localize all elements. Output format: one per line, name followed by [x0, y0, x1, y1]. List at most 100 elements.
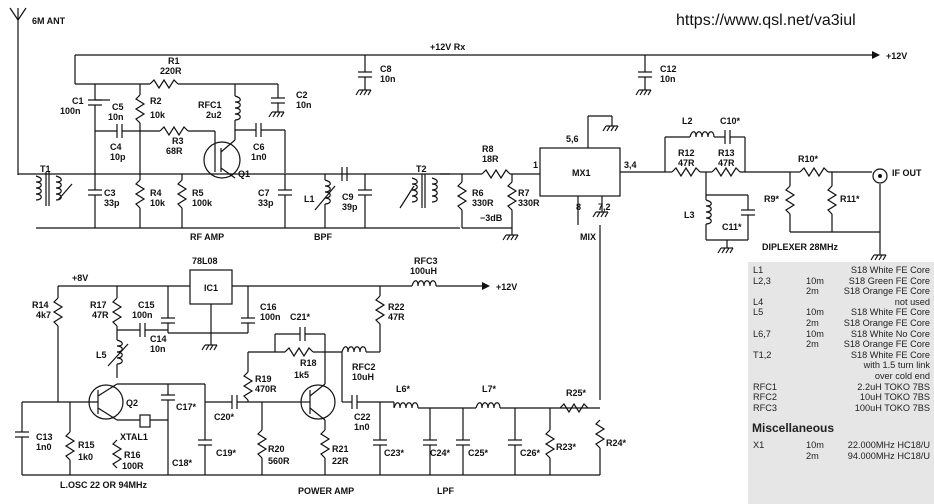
label-l2: L2 — [682, 116, 693, 126]
label-c19: C19* — [216, 448, 237, 458]
label-r15: R15 — [78, 440, 95, 450]
label-r13: R13 — [718, 148, 735, 158]
label-c11: C11* — [722, 222, 742, 232]
label-r21-value: 22R — [332, 456, 349, 466]
label-c12: C12 — [660, 64, 677, 74]
label-t1: T1 — [40, 164, 51, 174]
label-r6: R6 — [472, 188, 484, 198]
label-r9: R9* — [764, 194, 780, 204]
parts-ref: L4 — [753, 296, 764, 307]
label-c10: C10* — [720, 116, 741, 126]
parts-ref: RFC1 — [753, 381, 777, 392]
parts-row: over cold end — [748, 371, 934, 382]
label-r23: R23* — [556, 442, 577, 452]
label-c16: C16 — [260, 302, 277, 312]
misc-band: 10m — [806, 440, 824, 450]
parts-desc: 10uH TOKO 7BS — [859, 392, 930, 403]
misc-ref: X1 — [753, 440, 765, 450]
parts-desc: 100uH TOKO 7BS — [854, 402, 930, 413]
label-pin-34: 3,4 — [624, 160, 637, 170]
label-r21: R21 — [332, 444, 349, 454]
label-c15: C15 — [138, 300, 155, 310]
label-c12-value: 10n — [660, 74, 676, 84]
label-bpf: BPF — [314, 232, 333, 242]
antenna-symbol — [9, 7, 27, 175]
label-q2: Q2 — [126, 398, 138, 408]
label-power-amp: POWER AMP — [298, 486, 354, 496]
label-mx1: MX1 — [572, 168, 591, 178]
source-url: https://www.qsl.net/va3iul — [676, 12, 856, 29]
label-r7-value: 330R — [518, 198, 540, 208]
parts-desc: S18 White FE Core — [850, 265, 930, 275]
parts-ref: L1 — [753, 265, 764, 275]
label-r1: R1 — [168, 56, 180, 66]
label-r4: R4 — [150, 188, 162, 198]
label-lpf: LPF — [437, 486, 455, 496]
misc-desc: 94.000MHz HC18/U — [847, 451, 930, 461]
parts-ref: RFC2 — [753, 392, 777, 403]
label-c7: C7 — [258, 188, 270, 198]
label-mix: MIX — [580, 232, 596, 242]
misc-row: X1 10m 22.000MHz HC18/U — [748, 440, 934, 451]
label-c17: C17* — [176, 402, 197, 412]
label-if-out: IF OUT — [892, 168, 922, 178]
label-r8-value: 18R — [482, 154, 499, 164]
misc-band: 2m — [806, 451, 819, 461]
label-c8-value: 10n — [380, 74, 396, 84]
label-c3-value: 33p — [104, 198, 120, 208]
parts-desc: not used — [894, 296, 930, 307]
parts-desc: S18 White FE Core — [850, 307, 930, 318]
label-c7-value: 33p — [258, 198, 274, 208]
transformer-t1 — [35, 172, 73, 206]
label-r10: R10* — [798, 154, 819, 164]
label-rfc2-value: 10uH — [352, 372, 374, 382]
parts-row: L1 S18 White FE Core — [748, 265, 934, 276]
label-l1: L1 — [304, 194, 315, 204]
label-r11: R11* — [840, 194, 860, 204]
label-c2-value: 10n — [296, 100, 312, 110]
parts-ref: L5 — [753, 307, 764, 318]
parts-desc: S18 Orange FE Core — [843, 317, 930, 328]
label-r2: R2 — [150, 96, 162, 106]
label-c24: C24* — [430, 448, 451, 458]
label-r17-value: 47R — [92, 310, 109, 320]
parts-desc: S18 Orange FE Core — [843, 339, 930, 350]
parts-band: 2m — [806, 286, 819, 297]
label-r12: R12 — [678, 148, 695, 158]
parts-desc: S18 Orange FE Core — [843, 286, 930, 297]
label-r18: R18 — [300, 358, 317, 368]
label-c13: C13 — [36, 432, 53, 442]
label-c13-value: 1n0 — [36, 442, 52, 452]
label-r12-value: 47R — [678, 158, 695, 168]
parts-ref: RFC3 — [753, 402, 777, 413]
label-c26: C26* — [520, 448, 541, 458]
parts-band: 10m — [806, 275, 824, 286]
label-rfc3-value: 100uH — [410, 266, 437, 276]
label-pin-72: 7,2 — [598, 202, 611, 212]
label-r8: R8 — [482, 144, 494, 154]
label-rf-amp: RF AMP — [190, 232, 224, 242]
label-c21: C21* — [290, 312, 311, 322]
label-r3-value: 68R — [166, 146, 183, 156]
label-c22: C22 — [354, 412, 371, 422]
label-c9-value: 39p — [342, 202, 358, 212]
label-pin-1: 1 — [533, 160, 538, 170]
label-losc: L.OSC 22 OR 94MHz — [60, 480, 148, 490]
label-r19: R19 — [255, 374, 272, 384]
label-c4-value: 10p — [110, 152, 126, 162]
parts-row: RFC2 10uH TOKO 7BS — [748, 392, 934, 403]
label-c8: C8 — [380, 64, 392, 74]
label-t2: T2 — [416, 164, 427, 174]
label-r24: R24* — [606, 438, 627, 448]
label-r25: R25* — [566, 388, 587, 398]
parts-band: 10m — [806, 328, 824, 339]
parts-row: L4 not used — [748, 297, 934, 308]
label-r5-value: 100k — [192, 198, 213, 208]
